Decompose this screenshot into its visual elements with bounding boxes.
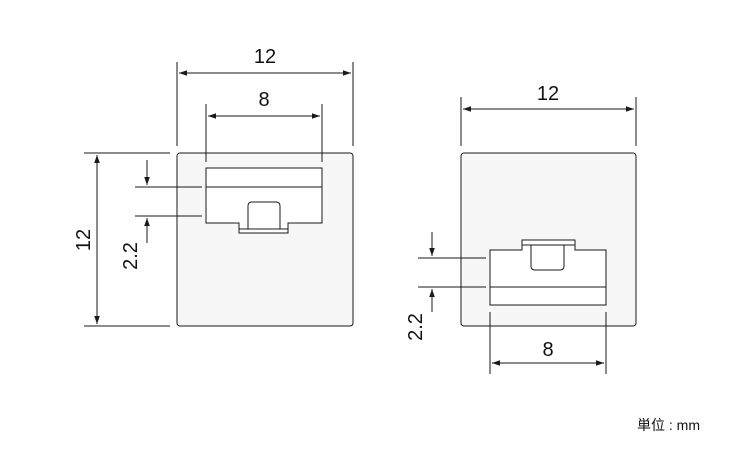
right-width-inner-label: 8 — [542, 339, 553, 361]
left-height-label: 12 — [73, 229, 95, 251]
right-width-outer-label: 12 — [537, 83, 559, 105]
left-tab — [247, 201, 281, 229]
left-width-outer-label: 12 — [254, 46, 276, 68]
right-offset-label: 2.2 — [405, 313, 427, 341]
left-offset-label: 2.2 — [120, 242, 142, 270]
left-width-inner-label: 8 — [258, 89, 269, 111]
right-view — [418, 97, 637, 374]
right-tab — [530, 245, 565, 271]
left-view — [84, 62, 354, 327]
unit-label: 単位 : mm — [637, 417, 700, 433]
